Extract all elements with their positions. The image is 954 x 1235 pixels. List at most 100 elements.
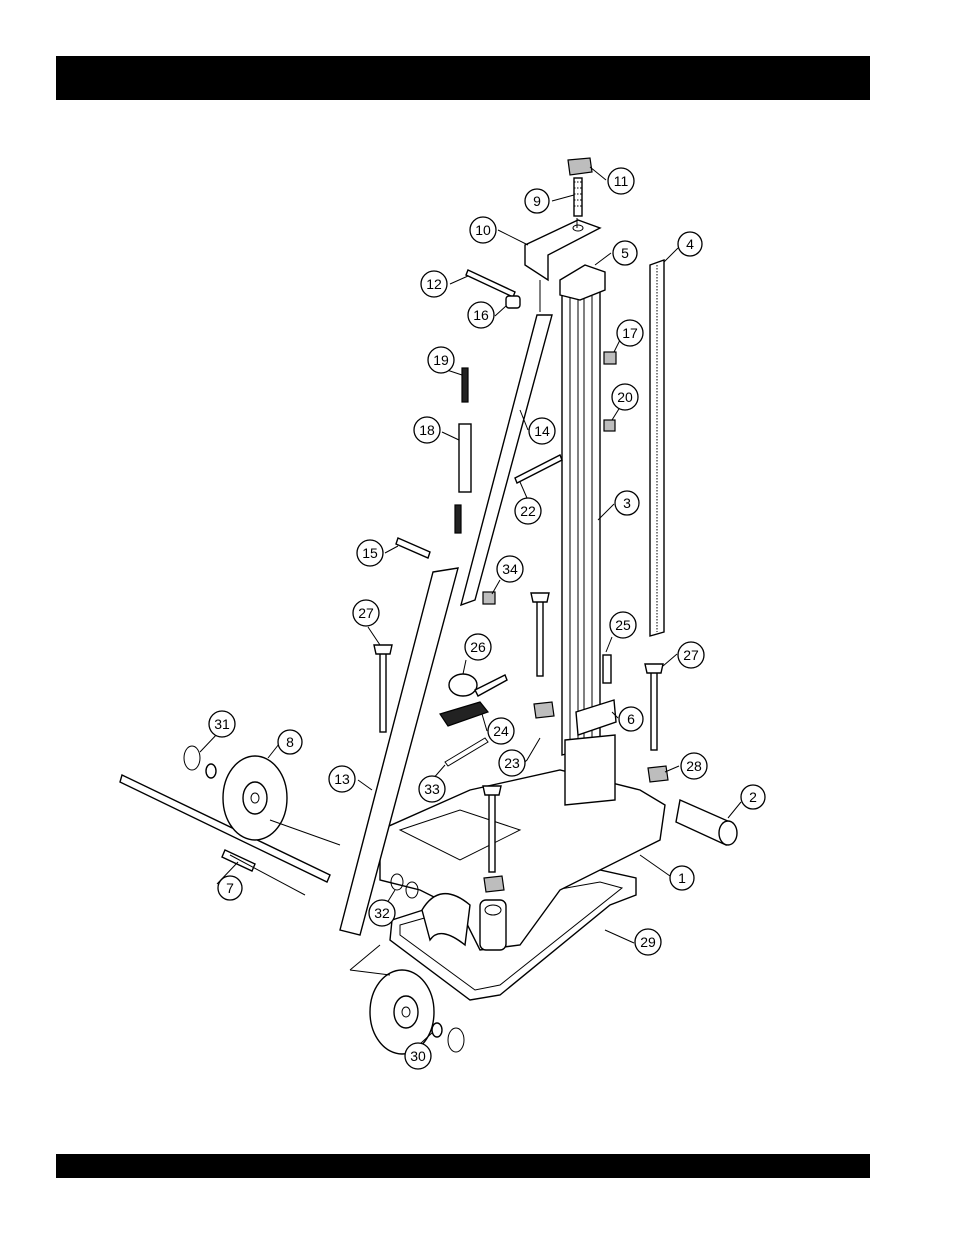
svg-text:27: 27 [358, 605, 374, 621]
handle-ring [449, 674, 477, 696]
washer-left [206, 764, 216, 778]
wheel-left-hub [243, 782, 267, 814]
callout-22: 22 [515, 498, 541, 524]
callout-3: 3 [615, 491, 639, 515]
svg-text:17: 17 [622, 325, 638, 341]
svg-text:25: 25 [615, 617, 631, 633]
spacer-16 [506, 296, 520, 308]
callout-14: 14 [529, 418, 555, 444]
bolt-12 [466, 270, 515, 297]
callout-7: 7 [218, 876, 242, 900]
callout-19: 19 [428, 347, 454, 373]
callout-6: 6 [619, 707, 643, 731]
callout-33: 33 [419, 776, 445, 802]
svg-text:24: 24 [493, 723, 509, 739]
callout-2: 2 [741, 785, 765, 809]
callout-23: 23 [499, 750, 525, 776]
handle-lever [475, 675, 507, 696]
link [445, 738, 488, 766]
svg-text:13: 13 [334, 771, 350, 787]
turnbuckle [459, 424, 471, 492]
svg-text:32: 32 [374, 905, 390, 921]
turnbuckle-rod-top [462, 368, 468, 402]
callout-20: 20 [612, 384, 638, 410]
callout-29: 29 [635, 929, 661, 955]
wing-nut-lower [484, 876, 504, 892]
svg-text:31: 31 [214, 716, 230, 732]
svg-text:34: 34 [502, 561, 518, 577]
column [562, 284, 600, 755]
wing-nut-mid [534, 702, 554, 718]
callout-27-right: 27 [678, 642, 704, 668]
svg-text:28: 28 [686, 758, 702, 774]
pad [440, 702, 488, 726]
svg-text:16: 16 [473, 307, 489, 323]
callout-31: 31 [209, 711, 235, 737]
carriage-bolt-left [380, 648, 386, 732]
carriage-bolt-left-head [374, 645, 392, 654]
callout-4: 4 [678, 232, 702, 256]
ring-right [448, 1028, 464, 1052]
callout-12: 12 [421, 271, 447, 297]
callout-30: 30 [405, 1043, 431, 1069]
svg-text:29: 29 [640, 934, 656, 950]
axle-sleeve [222, 850, 255, 871]
carriage-bolt-right [651, 668, 657, 750]
carriage-bolt-mid-head [531, 593, 549, 602]
callout-27-left: 27 [353, 600, 379, 626]
bolt-25 [603, 655, 611, 683]
wing-nut-top [568, 158, 592, 175]
svg-text:15: 15 [362, 545, 378, 561]
svg-text:4: 4 [686, 236, 694, 252]
svg-text:7: 7 [226, 880, 234, 896]
nut-34 [483, 592, 495, 604]
svg-text:26: 26 [470, 639, 486, 655]
svg-text:10: 10 [475, 222, 491, 238]
callout-1: 1 [670, 866, 694, 890]
svg-text:6: 6 [627, 711, 635, 727]
svg-text:30: 30 [410, 1048, 426, 1064]
wheel-right-hub [394, 996, 418, 1028]
svg-text:3: 3 [623, 495, 631, 511]
callout-25: 25 [610, 612, 636, 638]
svg-text:14: 14 [534, 423, 550, 439]
callout-17: 17 [617, 320, 643, 346]
carriage-bolt-mid [537, 598, 543, 676]
svg-text:23: 23 [504, 755, 520, 771]
column-base-block [565, 735, 615, 805]
svg-text:33: 33 [424, 781, 440, 797]
svg-text:2: 2 [749, 789, 757, 805]
callout-11: 11 [608, 168, 634, 194]
carriage-bolt-right-head [645, 664, 663, 673]
washer-right [432, 1023, 442, 1037]
callout-28: 28 [681, 753, 707, 779]
bolt-15 [396, 538, 430, 558]
wing-nut-28 [648, 766, 668, 782]
svg-text:19: 19 [433, 352, 449, 368]
turnbuckle-rod-bottom [455, 505, 461, 533]
nut-20 [604, 420, 615, 431]
svg-text:18: 18 [419, 422, 435, 438]
nut-17 [604, 352, 616, 364]
callout-5: 5 [613, 241, 637, 265]
threaded-rod [574, 178, 582, 216]
tube-end [719, 821, 737, 845]
callout-26: 26 [465, 634, 491, 660]
callout-18: 18 [414, 417, 440, 443]
svg-text:27: 27 [683, 647, 699, 663]
svg-text:11: 11 [614, 173, 629, 189]
svg-text:22: 22 [520, 503, 536, 519]
callout-8: 8 [278, 730, 302, 754]
bolt-22 [515, 455, 562, 483]
carriage-bolt-front [489, 790, 495, 872]
callout-9: 9 [525, 189, 549, 213]
ring-left [184, 746, 200, 770]
callout-32: 32 [369, 900, 395, 926]
svg-text:20: 20 [617, 389, 633, 405]
base-foot [480, 900, 506, 950]
svg-text:12: 12 [426, 276, 442, 292]
svg-text:8: 8 [286, 734, 294, 750]
svg-text:9: 9 [533, 193, 541, 209]
callout-34: 34 [497, 556, 523, 582]
